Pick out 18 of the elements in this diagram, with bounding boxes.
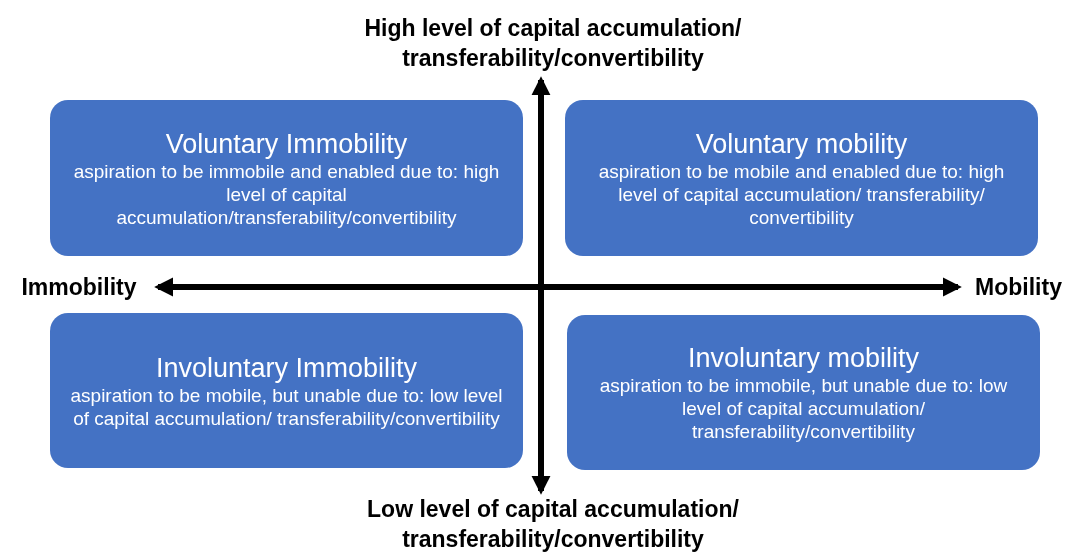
quadrant-box <box>50 313 523 468</box>
quadrant-description: aspiration to be mobile and enabled due to: high level of capital accumulation/ transferability/ convertibility <box>597 159 1006 229</box>
axis-arrow <box>154 277 962 297</box>
quadrant-box <box>567 315 1040 470</box>
axis-label: Immobility <box>4 271 154 303</box>
quadrant-title: Involuntary mobility <box>687 342 920 374</box>
axis-label: High level of capital accumulation/ transferability/convertibility <box>300 8 806 78</box>
quadrant-description: aspiration to be immobile, but unable due to: low level of capital accumulation/ transferability/convertibility <box>598 374 1009 443</box>
quadrant-title: Voluntary Immobility <box>165 127 408 160</box>
quadrant-box <box>565 100 1038 256</box>
quadrant-title: Voluntary mobility <box>695 127 908 160</box>
quadrant-description: aspiration to be mobile, but unable due to: low level of capital accumulation/ transferability/convertibility <box>69 383 504 430</box>
axis-label: Mobility <box>962 271 1075 303</box>
quadrant-description: aspiration to be immobile and enabled due to: high level of capital accumulation/transferability/convertibility <box>72 159 501 229</box>
quadrant-title: Involuntary Immobility <box>155 351 418 384</box>
axis-arrow <box>531 76 551 495</box>
axis-label: Low level of capital accumulation/ transferability/convertibility <box>300 493 806 555</box>
quadrant-box <box>50 100 523 256</box>
